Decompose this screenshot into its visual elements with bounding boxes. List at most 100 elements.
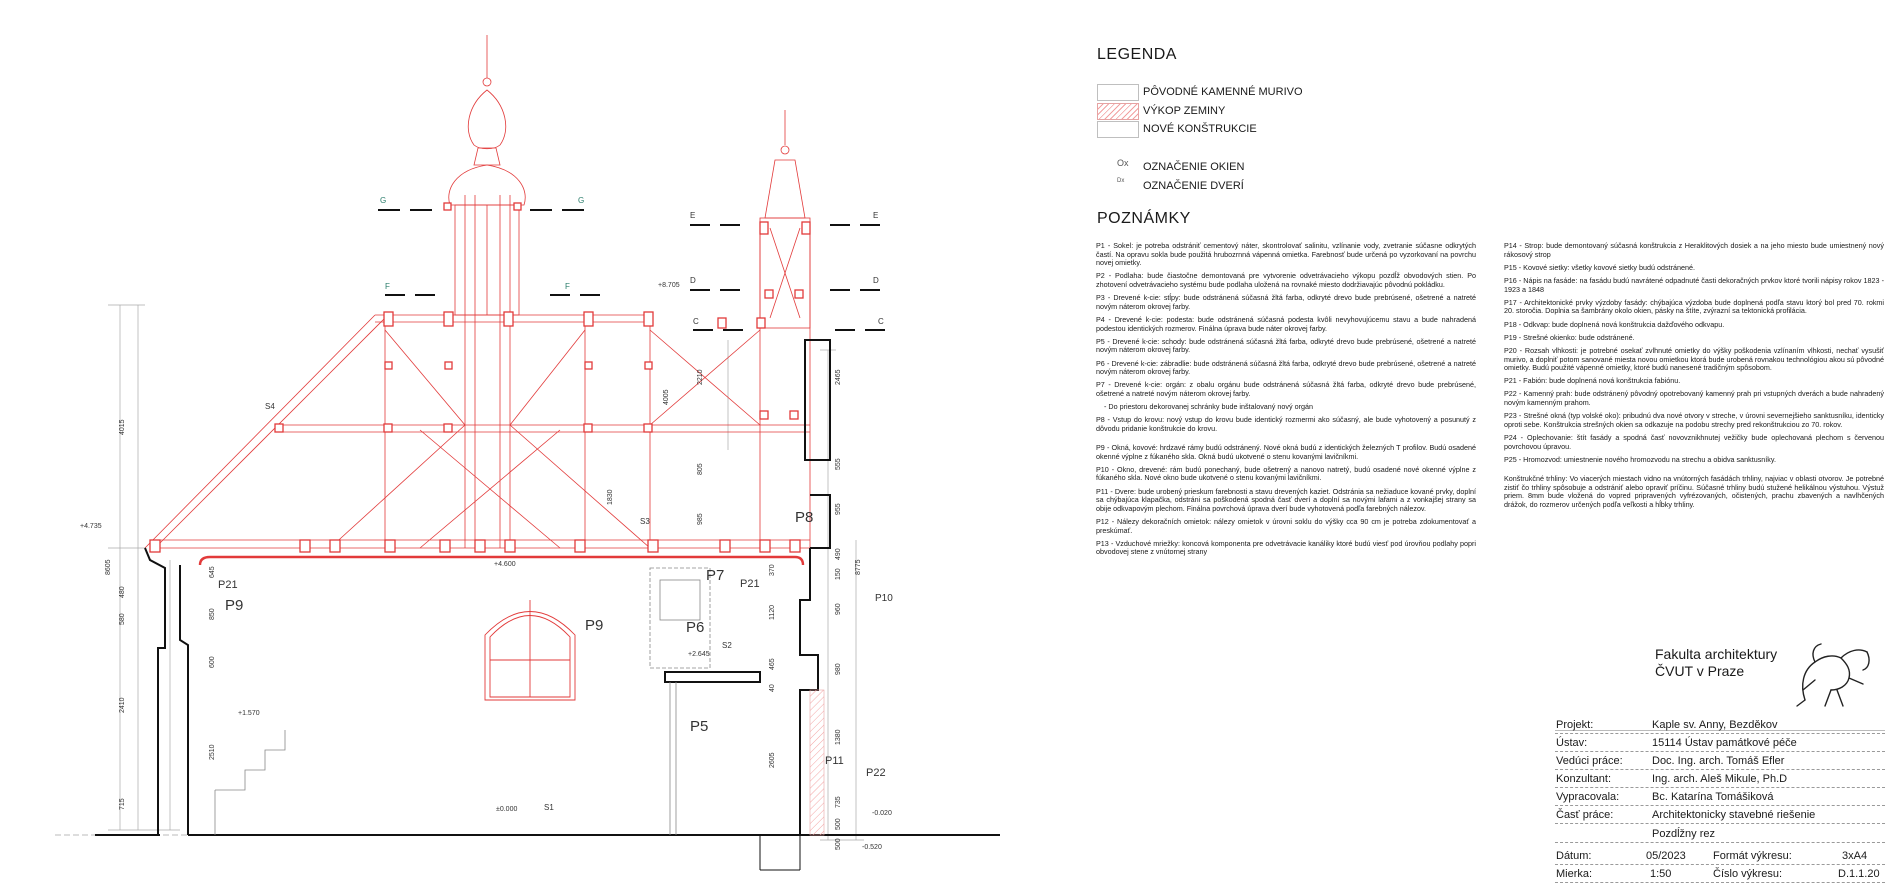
dim-number: 715 [119, 798, 126, 810]
cut-label: C [878, 317, 884, 326]
note: P18 - Odkvap: bude doplnená nová konštru… [1504, 319, 1725, 329]
cut-markers [378, 209, 885, 331]
dim-number: 985 [697, 513, 704, 525]
note: P25 - Hromozvod: umiestnenie nového hrom… [1504, 454, 1776, 464]
note: P5 - Drevené k-cie: schody: bude odstrán… [1096, 336, 1476, 355]
legend-swatch-new [1097, 121, 1139, 138]
level-mark: -0.520 [862, 844, 882, 851]
note: P2 - Podlaha: bude čiastočne demontovaná… [1096, 271, 1476, 289]
dim-number: 490 [835, 548, 842, 560]
tb-row-line [1555, 805, 1885, 806]
note: P19 - Strešné okienko: bude odstránené. [1504, 332, 1635, 342]
tb-value: 3xA4 [1842, 850, 1868, 862]
note: P3 - Drevené k-cie: stĺpy: bude odstráne… [1096, 293, 1476, 311]
tb-label: Číslo výkresu: [1713, 868, 1783, 880]
tb-value: 1:50 [1650, 868, 1672, 880]
tb-row-line [1555, 733, 1885, 734]
section-tag: S2 [722, 641, 732, 650]
note: P16 - Nápis na fasáde: na fasádu budú na… [1504, 275, 1884, 294]
tb-row-line [1555, 842, 1885, 843]
dim-number: 580 [119, 613, 126, 625]
dim-number: 805 [697, 463, 704, 475]
dim-number: 980 [835, 663, 842, 675]
legend-label: VÝKOP ZEMINY [1143, 105, 1226, 117]
cut-label: F [565, 282, 570, 291]
dim-number: 955 [835, 503, 842, 515]
note: P1 - Sokel: je potreba odstrániť cemento… [1096, 241, 1476, 268]
tb-label: Dátum: [1556, 850, 1592, 862]
room-tag: P7 [706, 567, 724, 584]
legend-swatch-excavation [1097, 103, 1139, 120]
lion-logo-icon [1796, 643, 1870, 707]
cut-label: D [873, 276, 879, 285]
room-tag: P11 [825, 755, 844, 767]
level-mark: ±0.000 [496, 806, 517, 813]
section-tags: S1 S2 S3 S4 [265, 402, 732, 812]
cut-label: G [380, 196, 386, 205]
tb-row-line [1555, 769, 1885, 770]
note: P10 - Okno, drevené: rám budú ponechaný,… [1096, 464, 1476, 483]
note: P14 - Strop: bude demontovaný súčasná ko… [1504, 241, 1884, 259]
staircase [214, 730, 286, 835]
legend-label: OZNAČENIE OKIEN [1143, 161, 1245, 173]
note: P13 - Vzduchové mriežky: koncová kompone… [1096, 538, 1476, 557]
room-tag: P10 [875, 593, 893, 604]
note: P22 - Kamenný prah: bude odstránený pôvo… [1504, 389, 1884, 408]
dimension-lines [108, 304, 864, 841]
tb-row-line [1555, 787, 1885, 788]
room-tag: P21 [740, 578, 760, 590]
tb-label: Ústav: [1556, 737, 1588, 749]
section-tag: S3 [640, 517, 650, 526]
note: - Do priestoru dekorovanej schránky bude… [1104, 402, 1313, 412]
school-line: Fakulta architektury [1655, 646, 1778, 662]
school-name: Fakulta architektury ČVUT v Praze [1655, 646, 1777, 680]
tb-value: Doc. Ing. arch. Tomáš Efler [1652, 755, 1785, 767]
tb-value: 15114 Ústav památkové péče [1652, 737, 1797, 749]
tb-label: Vypracovala: [1556, 791, 1620, 803]
dim-number: 480 [119, 586, 126, 598]
dim-number: 40 [769, 684, 776, 692]
room-tags: P9 P9 P21 P21 P7 P6 P5 P8 P10 P11 P22 [218, 509, 893, 779]
legend-title: LEGENDA [1097, 46, 1177, 63]
room-tag: P9 [225, 597, 243, 614]
cut-label: E [873, 211, 878, 220]
dim-number: 735 [835, 796, 842, 808]
notes-title: POZNÁMKY [1097, 210, 1191, 227]
notes-column-left: P1 - Sokel: je potreba odstrániť cemento… [1096, 241, 1476, 562]
note: P4 - Drevené k-cie: podesta: bude odstrá… [1096, 314, 1476, 333]
room-tag: P9 [585, 617, 603, 634]
tb-label: Vedúci práce: [1556, 755, 1623, 767]
tb-row-line [1555, 751, 1885, 752]
dim-number: 1380 [835, 729, 842, 745]
roof-truss [144, 195, 811, 549]
legend-label: PÔVODNÉ KAMENNÉ MURIVO [1143, 86, 1303, 98]
dim-number: 8605 [105, 559, 112, 575]
dim-number: 645 [209, 566, 216, 578]
excavation-hatch [809, 689, 825, 836]
cut-label: G [578, 196, 584, 205]
longitudinal-section-drawing: G G F F E E D D C C +8.705 +4.735 +4.600… [55, 35, 1000, 871]
dim-number: 960 [835, 603, 842, 615]
dim-number: 500 [835, 818, 842, 830]
dim-number: 500 [835, 838, 842, 850]
level-mark: +2.645 [688, 651, 710, 658]
tb-value: Kaple sv. Anny, Bezděkov [1652, 719, 1778, 731]
entrance-steps [759, 835, 801, 871]
tb-row-line [1555, 823, 1885, 824]
room-tag: P6 [686, 619, 704, 636]
legend-label: NOVÉ KONŠTRUKCIE [1143, 123, 1257, 135]
tb-label: Projekt: [1556, 719, 1594, 731]
tb-value: Bc. Katarína Tomášiková [1652, 791, 1774, 803]
dim-number: 2465 [835, 369, 842, 385]
dim-number: 4015 [119, 419, 126, 435]
tb-value: D.1.1.20 [1838, 868, 1880, 880]
note: P9 - Okná, kovové: hrdzavé rámy budú ods… [1096, 443, 1476, 461]
note: P20 - Rozsah vlhkosti: je potrebné oseka… [1504, 345, 1884, 373]
dim-number: 8775 [855, 559, 862, 575]
dim-number: 2410 [119, 697, 126, 713]
cut-label: D [690, 276, 696, 285]
room-tag: P5 [690, 718, 708, 735]
legend-swatch-stone [1097, 84, 1139, 101]
level-mark: +1.570 [238, 710, 260, 717]
room-tag: P22 [866, 767, 886, 779]
